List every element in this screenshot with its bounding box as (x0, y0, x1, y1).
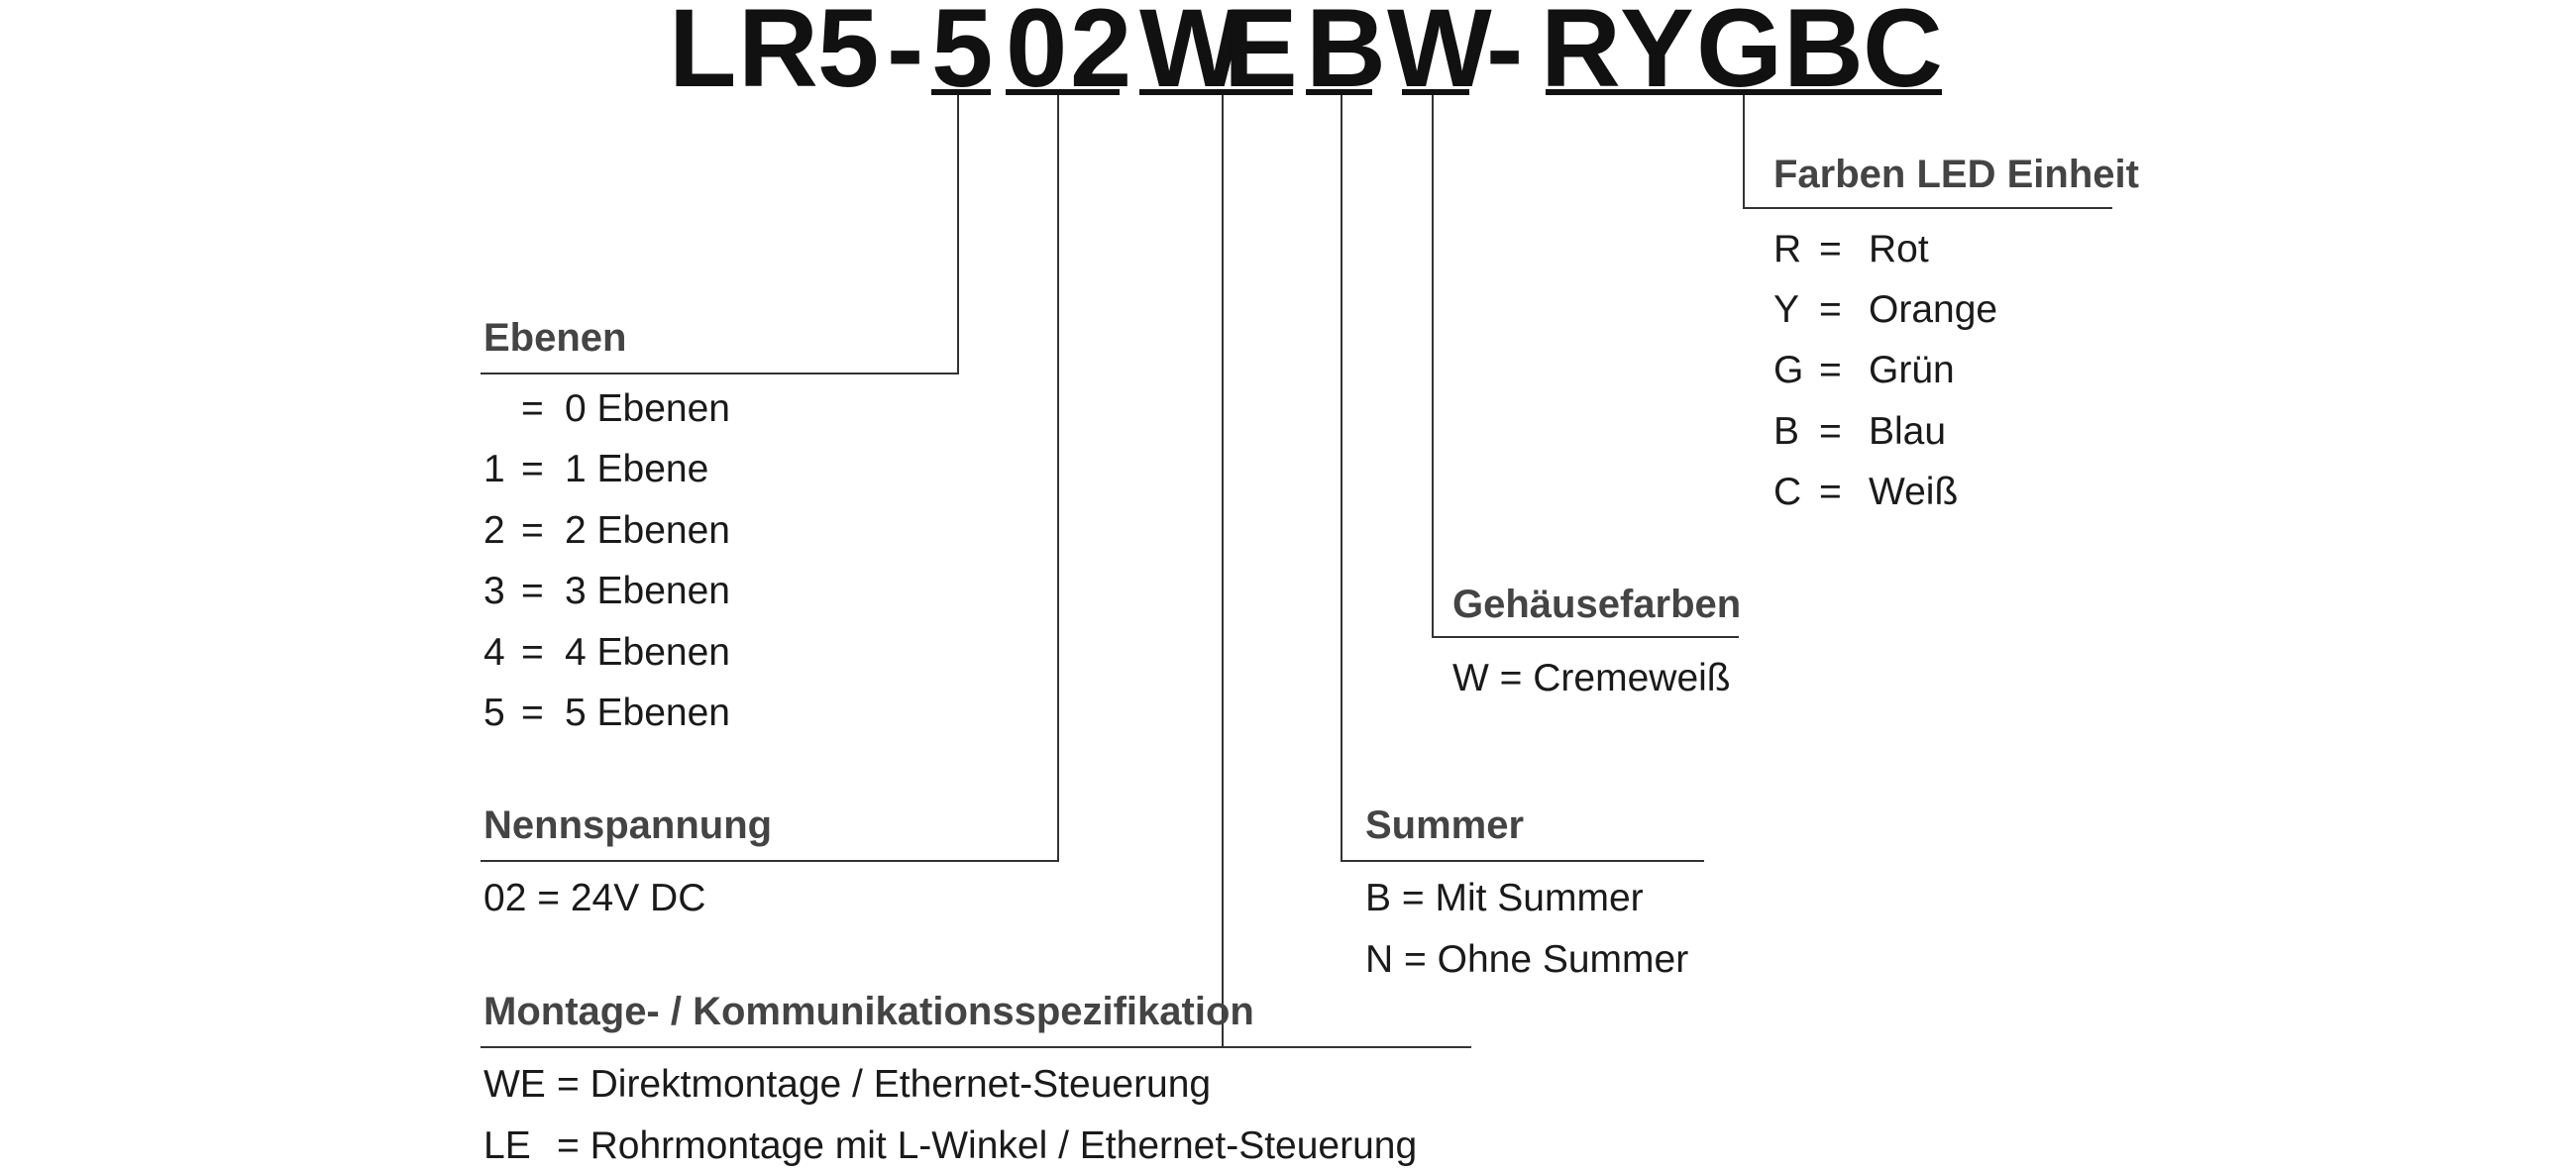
code-char: R (738, 0, 818, 110)
heading-gehaeuse: Gehäusefarben (1452, 583, 1742, 626)
list-item: WE= Direktmontage / Ethernet-Steuerung (483, 1063, 1212, 1106)
code-char: - (1486, 0, 1524, 110)
underline-ebenen (931, 89, 991, 95)
code-char: G (1696, 0, 1783, 110)
underline-gehaeuse (1402, 89, 1469, 95)
code-char: 5 (931, 0, 994, 110)
code-char: 5 (817, 0, 880, 110)
list-item: =0 Ebenen (521, 387, 730, 430)
leader-ebenen (957, 95, 959, 374)
underline-farben (1546, 89, 1942, 95)
code-char: W (1139, 0, 1244, 110)
leader-farben-h (1743, 207, 2112, 209)
list-item: LE= Rohrmontage mit L-Winkel / Ethernet-… (483, 1124, 1418, 1167)
leader-nennspannung (1057, 95, 1059, 862)
code-char: C (1863, 0, 1943, 110)
list-item: R=Rot (1773, 228, 1929, 270)
code-char: - (887, 0, 924, 110)
code-char: 2 (1070, 0, 1132, 110)
code-char: Y (1620, 0, 1694, 110)
list-item: 4=4 Ebenen (483, 631, 730, 674)
underline-montage (1139, 89, 1293, 95)
list-item: G=Grün (1773, 349, 1955, 391)
leader-gehaeuse (1432, 95, 1434, 638)
code-char: B (1783, 0, 1864, 110)
list-item: N = Ohne Summer (1365, 938, 1689, 981)
code-char: L (669, 0, 737, 110)
list-item: B=Blau (1773, 410, 1947, 453)
leader-summer (1341, 95, 1342, 862)
list-item: C=Weiß (1773, 471, 1959, 513)
list-item: Y=Orange (1773, 288, 1998, 331)
leader-nennspannung-h (481, 860, 1059, 862)
heading-montage: Montage- / Kommunikationsspezifikation (483, 990, 1254, 1033)
leader-gehaeuse-h (1432, 636, 1739, 638)
list-item: 5=5 Ebenen (483, 692, 730, 734)
list-item: 2=2 Ebenen (483, 509, 730, 552)
underline-nennspannung (1006, 89, 1120, 95)
leader-montage-h (481, 1046, 1471, 1048)
list-item: 02 = 24V DC (483, 877, 706, 919)
code-char: E (1224, 0, 1298, 110)
leader-ebenen-h (481, 373, 959, 374)
list-item: B = Mit Summer (1365, 877, 1644, 919)
heading-farben: Farben LED Einheit (1773, 153, 2139, 196)
code-char: R (1541, 0, 1621, 110)
list-item: 3=3 Ebenen (483, 570, 730, 612)
heading-summer: Summer (1365, 803, 1525, 847)
heading-ebenen: Ebenen (483, 316, 627, 360)
heading-nennspannung: Nennspannung (483, 803, 773, 847)
leader-summer-h (1341, 860, 1704, 862)
code-char: 0 (1006, 0, 1068, 110)
code-char: B (1306, 0, 1386, 110)
underline-summer (1306, 89, 1372, 95)
list-item: 1=1 Ebene (483, 448, 709, 490)
leader-montage (1222, 95, 1224, 1048)
list-item: W = Cremeweiß (1452, 657, 1731, 699)
leader-farben (1743, 95, 1745, 209)
code-char: W (1387, 0, 1492, 110)
